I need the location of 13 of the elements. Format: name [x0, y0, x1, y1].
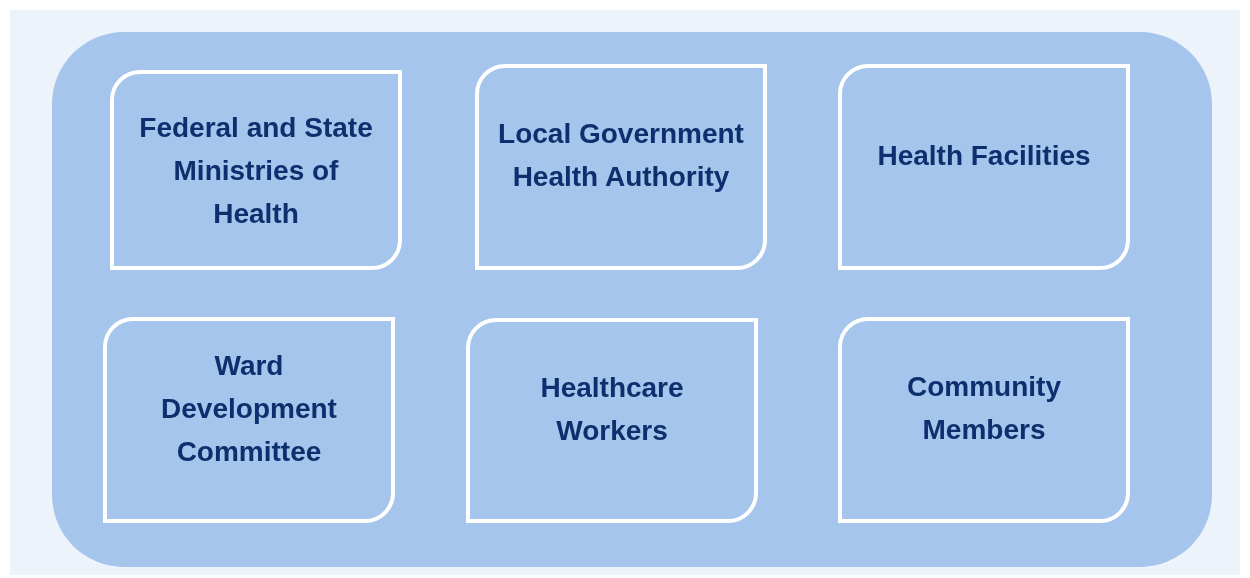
node-label: Federal and State Ministries of Health — [138, 110, 374, 231]
node-label: Community Members — [906, 370, 1062, 447]
stakeholder-box — [838, 64, 1130, 270]
node-label: Health Facilities — [877, 138, 1091, 173]
node-label: Ward Development Committee — [160, 348, 338, 469]
stakeholder-box — [466, 318, 758, 523]
rounded-panel — [52, 32, 1212, 567]
stakeholder-box — [838, 317, 1130, 523]
node-label: Local Government Health Authority — [497, 117, 745, 194]
stakeholder-box — [475, 64, 767, 270]
stakeholder-box — [103, 317, 395, 523]
node-label: Healthcare Workers — [539, 370, 685, 448]
stakeholder-box — [110, 70, 402, 270]
